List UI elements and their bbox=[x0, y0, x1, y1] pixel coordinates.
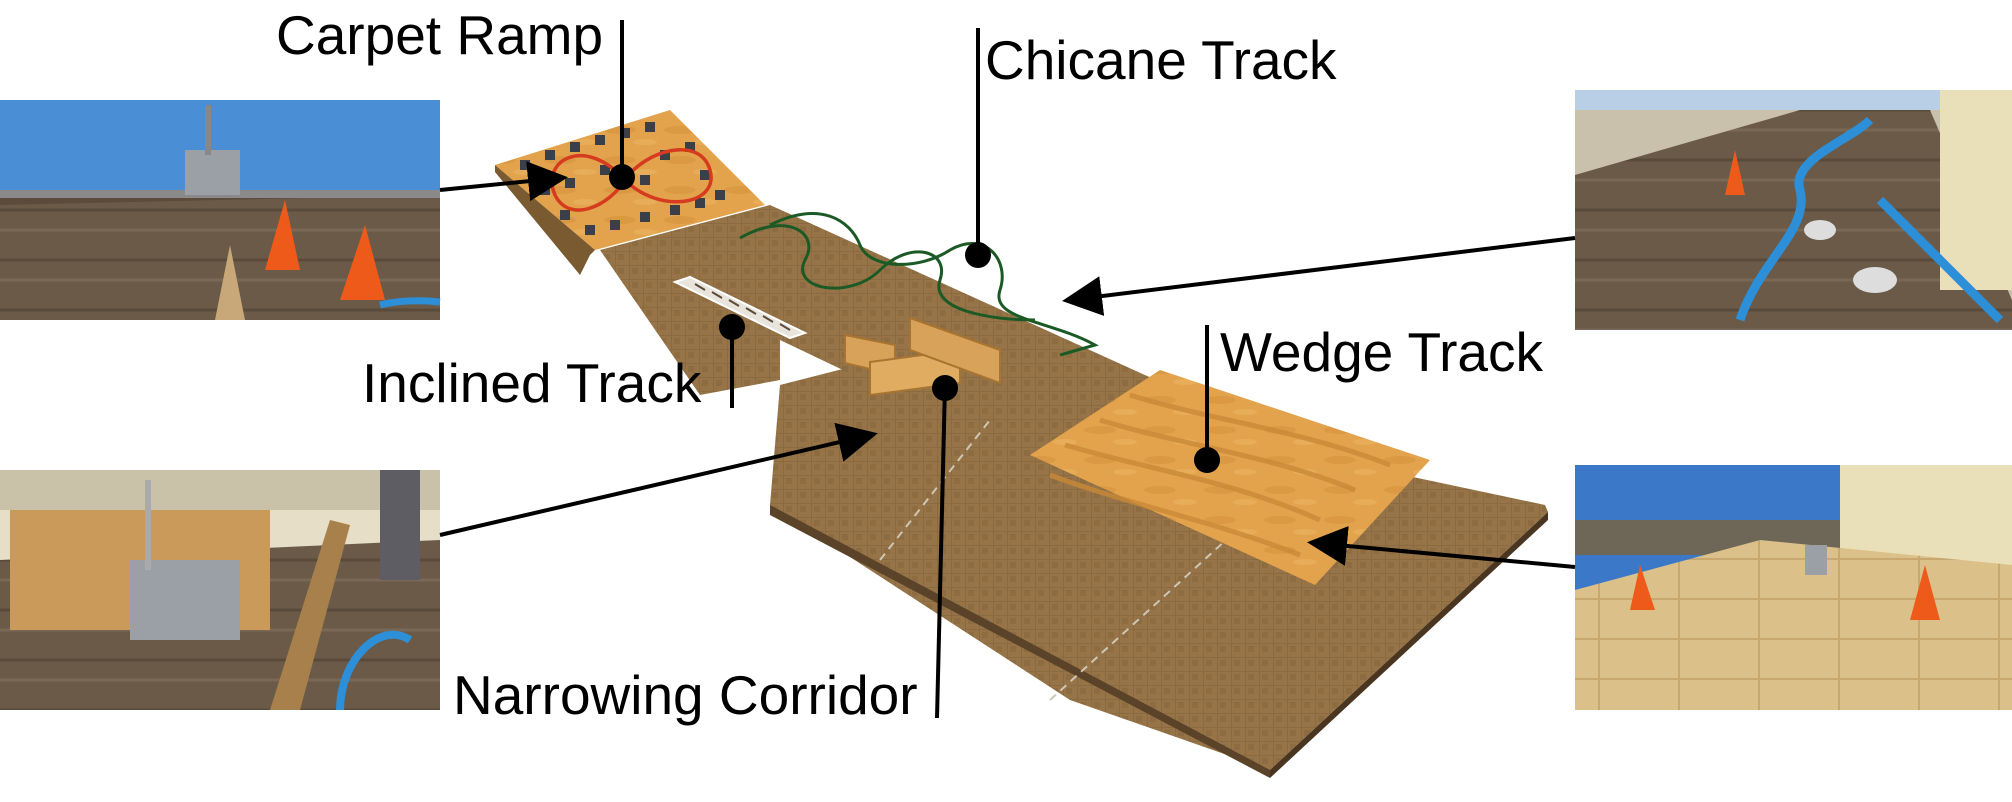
chicane-line-2 bbox=[769, 212, 1099, 357]
carpet-ramp-side bbox=[495, 165, 595, 275]
annotations bbox=[439, 20, 1576, 719]
cone-icon-2 bbox=[340, 225, 385, 300]
label-chicane-track: Chicane Track bbox=[985, 29, 1337, 91]
arrow-carpet bbox=[439, 161, 568, 202]
arrow-wedge bbox=[1307, 526, 1576, 569]
arrow-corridor bbox=[439, 422, 878, 537]
marker-dots bbox=[609, 164, 1220, 473]
inclined-track bbox=[672, 275, 808, 340]
photo-narrowing-corridor bbox=[0, 470, 440, 711]
robot-icon-2 bbox=[130, 560, 240, 640]
photo-wedge-track bbox=[1575, 465, 2012, 710]
marker-dot-icon bbox=[609, 164, 635, 190]
cone-icon-4 bbox=[1630, 565, 1655, 610]
marker-dot-icon bbox=[719, 314, 745, 340]
carpet-ramp-tiles bbox=[520, 122, 725, 235]
arrow-chicane bbox=[1062, 236, 1576, 316]
marker-dot-icon bbox=[965, 242, 991, 268]
marker-dot-icon bbox=[1194, 447, 1220, 473]
lower-deck bbox=[770, 362, 1548, 770]
track-model bbox=[495, 110, 1548, 778]
robot-icon bbox=[185, 150, 240, 195]
robot-icon-3 bbox=[1805, 545, 1827, 575]
label-carpet-ramp: Carpet Ramp bbox=[276, 4, 604, 66]
cone-icon bbox=[265, 200, 300, 270]
chicane-line-1 bbox=[739, 224, 1036, 322]
photo-chicane-track bbox=[1575, 90, 2012, 330]
cone-icon-5 bbox=[1910, 565, 1940, 620]
deck-seam-2 bbox=[879, 419, 991, 561]
marker-dot-icon bbox=[932, 375, 958, 401]
upper-deck bbox=[600, 205, 1200, 445]
photo-carpet-ramp bbox=[0, 100, 441, 320]
label-narrowing-corridor: Narrowing Corridor bbox=[453, 664, 918, 726]
cone-icon-3 bbox=[1725, 150, 1745, 195]
deck-edge bbox=[770, 505, 1270, 778]
label-inclined-track: Inclined Track bbox=[362, 352, 702, 414]
label-wedge-track: Wedge Track bbox=[1220, 321, 1544, 383]
deck-edge-right bbox=[1270, 512, 1548, 778]
